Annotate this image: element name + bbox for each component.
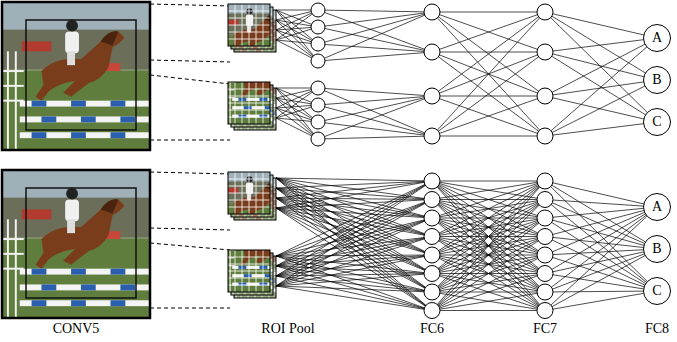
class-label: B (652, 73, 661, 87)
output-node: C (643, 108, 671, 136)
layer-label: CONV5 (53, 321, 100, 336)
roi-projection-lines (150, 4, 230, 308)
weight-lines (276, 10, 657, 311)
layer-label: ROI Pool (261, 321, 314, 336)
layer-label: FC6 (420, 321, 444, 336)
roi-pool-stacks (212, 0, 307, 298)
hidden-units (311, 3, 553, 319)
output-node: A (643, 193, 671, 221)
layer-label: FC8 (645, 321, 669, 336)
output-node: C (643, 277, 671, 305)
output-node: A (643, 24, 671, 52)
output-node: B (643, 66, 671, 94)
class-label: C (652, 284, 661, 298)
conv5-image (2, 2, 150, 318)
class-label: A (652, 31, 662, 45)
pooled-map (223, 45, 302, 124)
layer-label: FC7 (533, 321, 557, 336)
class-label: A (652, 200, 662, 214)
class-label: C (652, 115, 661, 129)
class-label: B (652, 242, 661, 256)
output-node: B (643, 235, 671, 263)
